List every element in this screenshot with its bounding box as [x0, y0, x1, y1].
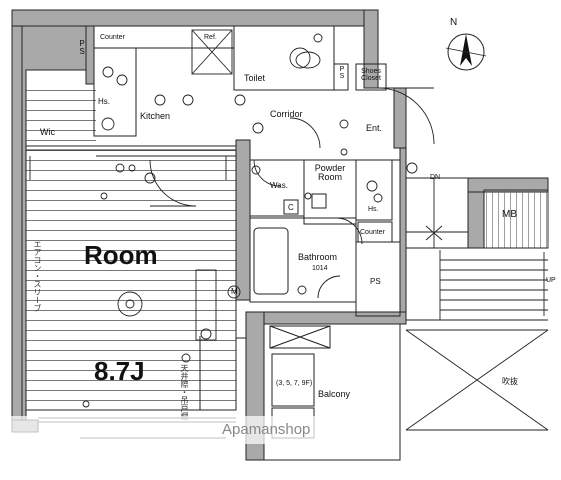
toilet-label: Toilet	[244, 73, 266, 83]
room-fixtures	[29, 156, 227, 341]
north-arrow	[445, 33, 487, 71]
kitchen-label: Kitchen	[140, 111, 171, 121]
room-label: Room	[84, 240, 158, 270]
room-floor	[25, 149, 237, 411]
balcony-label: Balcony	[318, 389, 351, 399]
railing-note-left: エアコン・スリーブ	[33, 240, 42, 312]
ps-right-label: P S	[339, 66, 345, 80]
hs-powder-label: Hs.	[368, 206, 379, 213]
was-label: Was.	[270, 181, 288, 190]
ceiling-note: 天井際・吊戸棚	[180, 364, 189, 420]
powder-room-label: Powder Room	[314, 163, 346, 182]
watermark-text: Apamanshop	[222, 421, 311, 438]
fukinuke-label: 吹抜	[502, 377, 518, 386]
entrance-label: Ent.	[366, 123, 383, 133]
ps-bath-label: PS	[370, 277, 381, 286]
balcony-deck	[263, 323, 401, 461]
walls	[11, 9, 549, 461]
bathroom-label: Bathroom	[298, 252, 338, 262]
aircon-note-label: (3, 5, 7, 9F)	[276, 380, 313, 387]
stairwell	[405, 162, 549, 431]
wic-label: Wic	[40, 127, 55, 137]
c-box-label: C	[288, 203, 294, 212]
dn-label: DN	[430, 174, 441, 181]
interior-lines	[26, 25, 401, 439]
shoes-closet-label: Shoes Closet	[361, 68, 381, 82]
up-label: UP	[546, 277, 556, 284]
fixtures	[82, 33, 383, 408]
watermark-band	[0, 416, 360, 444]
room-size-label: 8.7J	[94, 356, 145, 386]
corridor-label: Corridor	[270, 109, 303, 119]
ps-top-label: P S	[79, 39, 85, 56]
door-swings	[149, 87, 435, 299]
kitchen-floor	[26, 88, 96, 144]
counter-top-label: Counter	[100, 34, 125, 41]
refrigerator	[191, 29, 233, 75]
counter-powder-label: Counter	[360, 229, 385, 236]
north-label: N	[450, 17, 458, 28]
mb-label: MB	[502, 209, 517, 220]
bath-size-label: 1014	[312, 265, 328, 272]
m-mark-label: M	[231, 287, 238, 296]
ref-label: Ref.	[204, 34, 217, 41]
hs-kitchen-label: Hs.	[98, 97, 110, 106]
